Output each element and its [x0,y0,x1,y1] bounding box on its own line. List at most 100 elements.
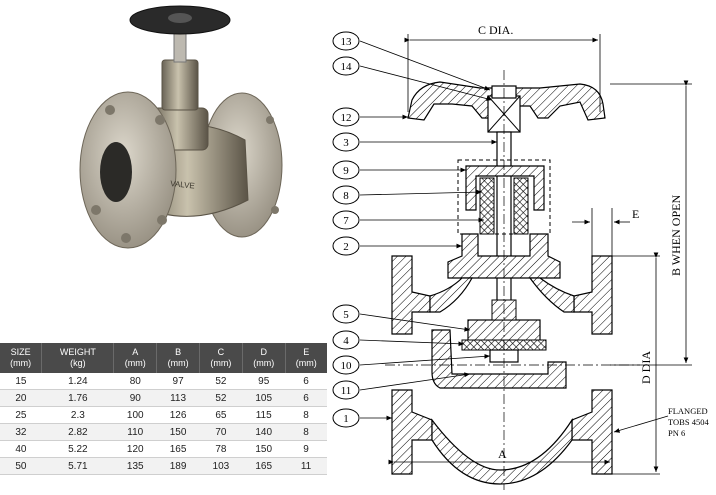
part-number-label: 3 [343,137,349,149]
table-cell: 150 [156,423,200,441]
column-header-unit: (mm) [10,358,32,368]
packing-right [513,177,529,235]
flange-note-line3: PN 6 [668,428,685,438]
flange-note-leader [613,415,669,433]
right-flange-lower-section [571,389,613,475]
handwheel-hub [168,13,192,23]
table-cell: 2.3 [41,406,114,424]
column-header-label: A [132,347,139,357]
table-cell: 11 [285,457,327,475]
packing-left [479,177,495,235]
column-header: E(mm) [285,343,327,373]
flange-note-line2: TOBS 4504 [668,417,709,427]
flange-note-line1: FLANGED [668,406,708,416]
part-balloon [332,56,360,76]
table-cell: 105 [242,389,286,407]
part-balloon [332,355,360,375]
column-header-label: C [217,347,225,357]
table-cell: 70 [199,423,243,441]
part-number-label: 7 [343,215,349,227]
table-cell: 97 [156,373,200,390]
body-upper-wall-right [528,277,575,313]
part-balloon [332,185,360,205]
table-cell: 15 [0,373,42,390]
table-cell: 78 [199,440,243,458]
part-leader-line [359,40,491,91]
body-upper-wall [429,277,474,313]
part-leader-line [359,339,465,347]
table-cell: 50 [0,457,42,475]
part-number-label: 2 [343,241,349,253]
part-leader-line [359,65,493,101]
seat-partition [431,329,567,389]
part-number-label: 8 [343,190,349,202]
column-header: WEIGHT(kg) [41,343,115,373]
column-header-unit: (mm) [167,358,189,368]
table-cell: 52 [199,373,243,390]
table-cell: 8 [285,423,327,441]
table-cell: 120 [113,440,157,458]
table-cell: 5.22 [41,440,114,458]
part-leader-line [359,372,471,391]
table-cell: 6 [285,373,327,390]
table-cell: 165 [156,440,200,458]
table-cell: 32 [0,423,42,441]
table-cell: 135 [113,457,157,475]
column-header-label: B [175,347,182,357]
part-balloon [332,380,360,400]
table-cell: 5.71 [41,457,114,475]
bolt-hole [105,105,115,115]
part-balloon [332,107,360,127]
table-cell: 52 [199,389,243,407]
dim-b-label: B WHEN OPEN [669,195,683,276]
table-cell: 95 [242,373,286,390]
gland-nut [161,59,199,111]
column-header-label: D [260,347,267,357]
table-cell: 150 [242,440,286,458]
part-leader-line [359,189,483,196]
part-number-label: 4 [343,335,349,347]
bolt-hole [91,205,101,215]
gland-nut-section [465,165,545,211]
body-marking: VALVE [170,179,195,191]
right-flange-section [573,255,613,335]
part-leader-line [359,313,471,332]
table-cell: 189 [156,457,200,475]
table-cell: 20 [0,389,42,407]
part-number-label: 11 [341,385,352,397]
part-number-label: 9 [343,165,349,177]
table-cell: 115 [242,406,286,424]
part-balloon [332,330,360,350]
part-balloon [332,210,360,230]
table-header-row: SIZE(mm)WEIGHT(kg)A(mm)B(mm)C(mm)D(mm)E(… [0,343,327,373]
table-cell: 90 [113,389,157,407]
column-header: C(mm) [199,343,243,373]
part-number-label: 1 [343,413,349,425]
table-cell: 126 [156,406,200,424]
table-cell: 80 [113,373,157,390]
column-header: D(mm) [242,343,286,373]
column-header: SIZE(mm) [0,343,43,373]
stem [173,29,187,63]
part-number-label: 10 [341,360,353,372]
table-cell: 6 [285,389,327,407]
column-header: A(mm) [113,343,158,373]
part-number-label: 12 [341,112,352,124]
dim-d-label: D DIA [639,351,653,384]
table-cell: 8 [285,406,327,424]
part-balloon [332,31,360,51]
left-flange-bore [100,142,132,202]
part-number-label: 14 [341,61,353,73]
table-cell: 110 [113,423,157,441]
table-cell: 103 [199,457,243,475]
column-header-label: E [303,347,310,357]
part-number-label: 5 [343,309,349,321]
bolt-hole [121,233,131,243]
column-header: B(mm) [156,343,200,373]
